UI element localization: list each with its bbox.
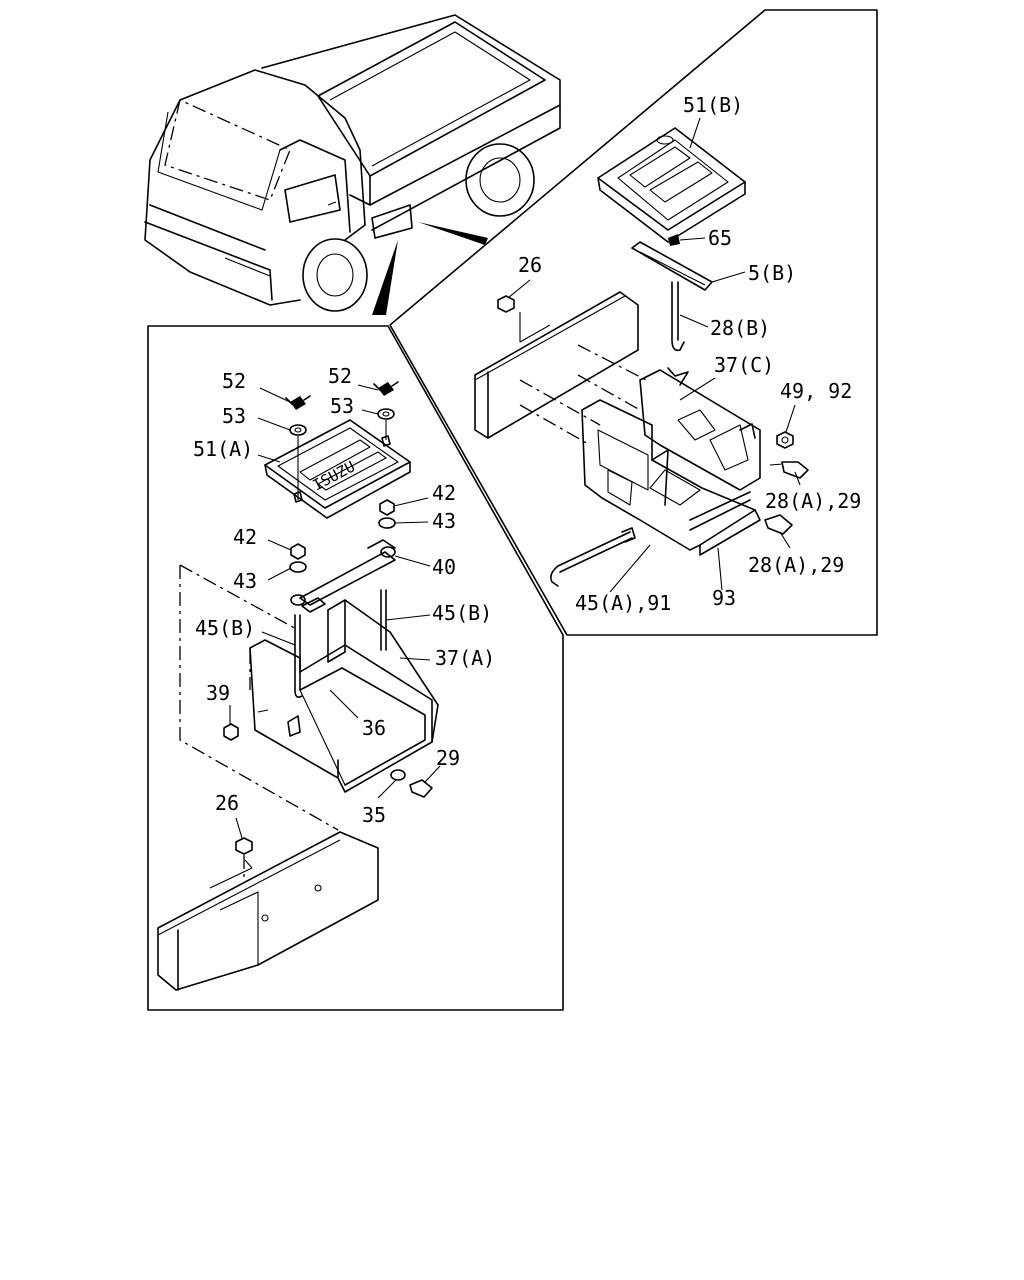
callout-39: 39 xyxy=(206,681,230,705)
right-leader-lines xyxy=(507,117,801,593)
truck-overview-illustration xyxy=(144,14,561,315)
callout-45b-left: 45(B) xyxy=(195,616,255,640)
callout-36: 36 xyxy=(362,716,386,740)
callout-37c: 37(C) xyxy=(714,353,774,377)
callout-51b: 51(B) xyxy=(683,93,743,117)
callout-52-left: 52 xyxy=(222,369,246,393)
callout-37a: 37(A) xyxy=(435,646,495,670)
right-detail-exploded-view xyxy=(474,127,809,587)
callout-28b: 28(B) xyxy=(710,316,770,340)
callout-42-upper: 42 xyxy=(432,481,456,505)
left-callout-labels: 52 52 53 53 51(A) 42 43 42 43 40 45(B) 4… xyxy=(193,364,495,827)
callout-29: 29 xyxy=(436,746,460,770)
callout-28a-29-lower: 28(A),29 xyxy=(748,553,844,577)
callout-93: 93 xyxy=(712,586,736,610)
callout-65: 65 xyxy=(708,226,732,250)
left-leader-lines xyxy=(229,384,441,839)
detail-frame-left xyxy=(147,325,564,1011)
callout-45b-right: 45(B) xyxy=(432,601,492,625)
callout-43-upper: 43 xyxy=(432,509,456,533)
callout-42-lower: 42 xyxy=(233,525,257,549)
callout-49-92: 49, 92 xyxy=(780,379,852,403)
callout-5b: 5(B) xyxy=(748,261,796,285)
callout-26-right: 26 xyxy=(518,253,542,277)
callout-28a-29-upper: 28(A),29 xyxy=(765,489,861,513)
callout-53-right: 53 xyxy=(330,394,354,418)
callout-53-left: 53 xyxy=(222,404,246,428)
detail-frame-right xyxy=(389,9,878,636)
callout-35: 35 xyxy=(362,803,386,827)
callout-43-lower: 43 xyxy=(233,569,257,593)
callout-26-left: 26 xyxy=(215,791,239,815)
callout-45a-91: 45(A),91 xyxy=(575,591,671,615)
callout-52-right: 52 xyxy=(328,364,352,388)
right-callout-labels: 51(B) 65 5(B) 26 28(B) 37(C) 49, 92 28(A… xyxy=(518,93,861,615)
callout-51a: 51(A) xyxy=(193,437,253,461)
left-detail-exploded-view: ISUZU xyxy=(157,381,439,991)
callout-40: 40 xyxy=(432,555,456,579)
